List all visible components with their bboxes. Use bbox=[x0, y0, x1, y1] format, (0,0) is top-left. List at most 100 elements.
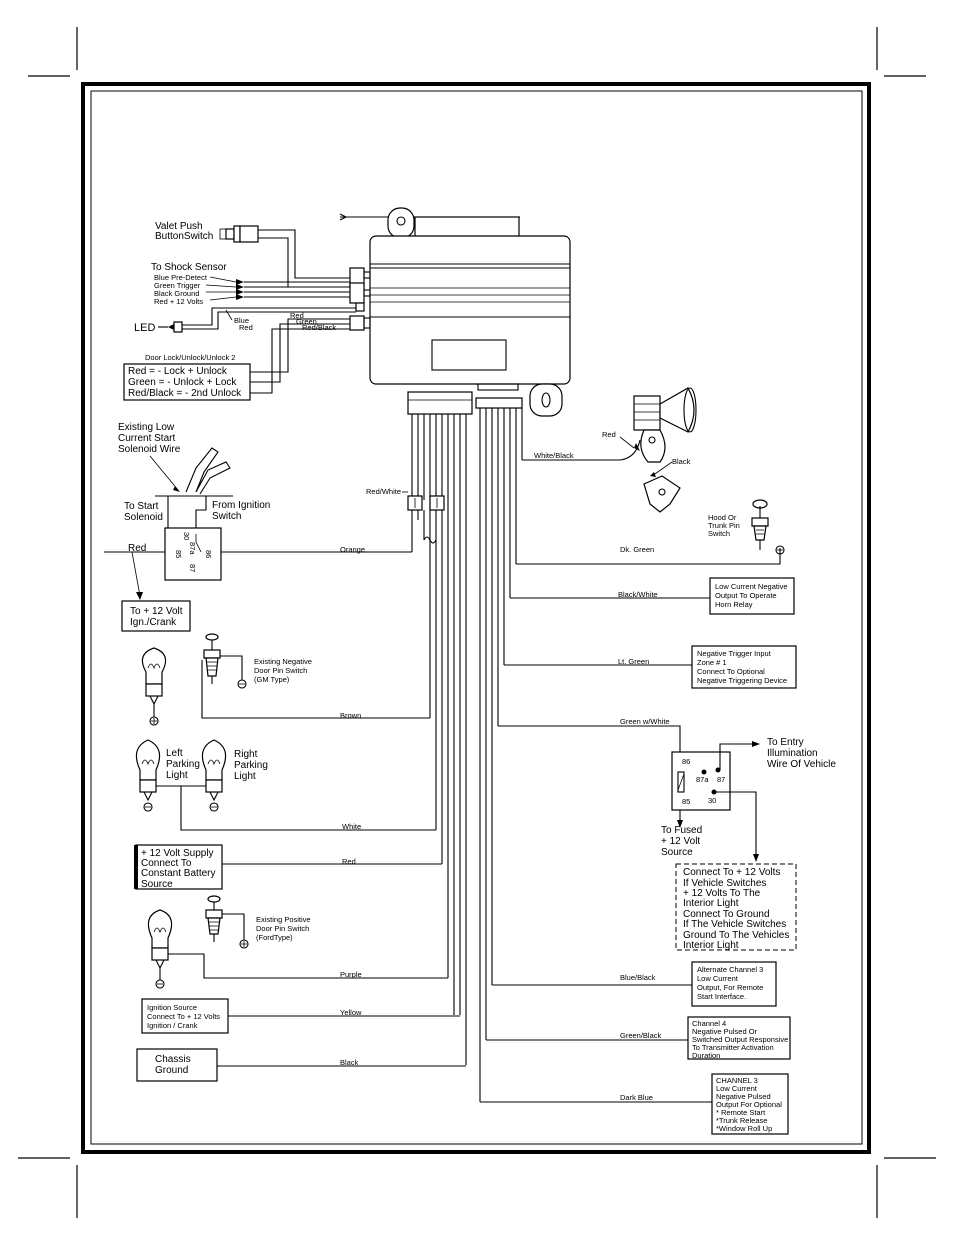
interior-line-3: + 12 Volts To The bbox=[683, 888, 761, 899]
siren-horn-icon bbox=[659, 387, 695, 433]
parking-wire-label: White bbox=[342, 822, 361, 831]
entry-to-2: Illumination bbox=[767, 748, 818, 759]
interior-light-note: Connect To + 12 Volts If Vehicle Switche… bbox=[675, 863, 797, 951]
ch3-line-6: *Trunk Release bbox=[716, 1116, 767, 1125]
starter-red-label: Red bbox=[128, 543, 146, 554]
starter-line-3: Solenoid Wire bbox=[118, 444, 181, 455]
ch3alt-line-2: Low Current bbox=[697, 974, 739, 983]
ch3-line-3: Negative Pulsed bbox=[716, 1092, 771, 1101]
left-parking-1: Left bbox=[166, 748, 183, 759]
battery-line-1: + 12 Volt Supply bbox=[141, 848, 214, 859]
harness-wires bbox=[407, 408, 523, 1102]
ford-line-2: Door Pin Switch bbox=[256, 924, 309, 933]
channel-4: Green/Black Channel 4 Negative Pulsed Or… bbox=[486, 1016, 791, 1060]
entry-pin-30: 30 bbox=[708, 796, 716, 805]
door-lock-title: Door Lock/Unlock/Unlock 2 bbox=[145, 353, 235, 362]
shock-title: To Shock Sensor bbox=[151, 262, 227, 273]
hood-pin: Dk. Green Hood Or Trunk Pin Switch bbox=[516, 499, 785, 565]
led-label: LED bbox=[134, 322, 155, 334]
shock-wire-3: Black Ground bbox=[154, 289, 199, 298]
ch3-line-4: Output For Optional bbox=[716, 1100, 782, 1109]
zone-wire-label: Lt. Green bbox=[618, 657, 649, 666]
door-lock: Red Green Red/Black Door Lock/Unlock/Unl… bbox=[123, 311, 350, 401]
entry-pin-86: 86 bbox=[682, 757, 690, 766]
shock-wire-1: Blue Pre-Detect bbox=[154, 273, 208, 282]
inner-frame bbox=[90, 90, 863, 1145]
starter-relay bbox=[164, 527, 222, 581]
channel-3: Dark Blue CHANNEL 3 Low Current Negative… bbox=[480, 1073, 789, 1135]
ch3alt-line-4: Start Interface. bbox=[697, 992, 746, 1001]
ch3alt-line-1: Alternate Channel 3 bbox=[697, 965, 763, 974]
entry-fused-3: Source bbox=[661, 847, 693, 858]
ch3-wire-label: Dark Blue bbox=[620, 1093, 653, 1102]
crop-marks bbox=[18, 27, 936, 1218]
led-wire-red: Red bbox=[239, 323, 253, 332]
entry-to-3: Wire Of Vehicle bbox=[767, 759, 836, 770]
starter-line-1: Existing Low bbox=[118, 422, 175, 433]
ignsrc-wire-label: Yellow bbox=[340, 1008, 362, 1017]
shock-wire-2: Green Trigger bbox=[154, 281, 201, 290]
gm-wire-label: Brown bbox=[340, 711, 361, 720]
chassis-wire-label: Black bbox=[340, 1058, 359, 1067]
ignsrc-line-3: Ignition / Crank bbox=[147, 1021, 198, 1030]
siren-black-label: Black bbox=[672, 457, 691, 466]
battery-line-3: Constant Battery bbox=[141, 868, 215, 879]
right-parking-bulb-icon bbox=[201, 739, 227, 781]
hood-line-1: Hood Or bbox=[708, 513, 737, 522]
ch3-line-1: CHANNEL 3 bbox=[716, 1076, 758, 1085]
entry-pin-85: 85 bbox=[682, 797, 690, 806]
ch3-line-7: *Window Roll Up bbox=[716, 1124, 772, 1133]
lock-wire-redblack: Red/Black bbox=[302, 323, 336, 332]
siren-whiteblack-label: White/Black bbox=[534, 451, 574, 460]
ford-line-3: (FordType) bbox=[256, 933, 293, 942]
interior-line-8: Interior Light bbox=[683, 940, 739, 951]
gm-line-3: (GM Type) bbox=[254, 675, 290, 684]
interior-line-1: Connect To + 12 Volts bbox=[683, 867, 780, 878]
ign-crank-line-2: Ign./Crank bbox=[130, 617, 177, 628]
ch4-line-1: Channel 4 bbox=[692, 1019, 726, 1028]
valet-label-1: Valet Push bbox=[155, 221, 203, 232]
led-wire-blue: Blue bbox=[234, 316, 249, 325]
ford-wire-label: Purple bbox=[340, 970, 362, 979]
door-lock-line-3: Red/Black = - 2nd Unlock bbox=[128, 388, 242, 399]
ford-dome-bulb-icon bbox=[147, 909, 173, 949]
horn-line-2: Output To Operate bbox=[715, 591, 777, 600]
chassis-line-1: Chassis bbox=[155, 1054, 191, 1065]
battery-line-4: Source bbox=[141, 879, 173, 890]
entry-pin-87: 87 bbox=[717, 775, 725, 784]
ch4-line-2: Negative Pulsed Or bbox=[692, 1027, 758, 1036]
ford-door-pin: Existing Positive Door Pin Switch (FordT… bbox=[147, 895, 448, 989]
relay1-pin-87: 87 bbox=[188, 564, 197, 572]
wire-cutter-icon bbox=[185, 447, 231, 495]
lock-wire-green: Green bbox=[296, 317, 317, 326]
zone-line-2: Zone # 1 bbox=[697, 658, 727, 667]
hood-line-2: Trunk Pin bbox=[708, 521, 740, 530]
ch4-line-5: Duration bbox=[692, 1051, 720, 1060]
hood-wire-label: Dk. Green bbox=[620, 545, 654, 554]
starter-redwhite-label: Red/White bbox=[366, 487, 401, 496]
ch4-line-3: Switched Output Responsive bbox=[692, 1035, 788, 1044]
left-parking-2: Parking bbox=[166, 759, 200, 770]
siren-red-label: Red bbox=[602, 430, 616, 439]
ch3-line-2: Low Current bbox=[716, 1084, 758, 1093]
zone1-input: Lt. Green Negative Trigger Input Zone # … bbox=[504, 645, 797, 689]
interior-line-5: Connect To Ground bbox=[683, 909, 770, 920]
interior-line-6: If The Vehicle Switches bbox=[683, 919, 786, 930]
battery-wire-label: Red bbox=[342, 857, 356, 866]
door-lock-line-1: Red = - Lock + Unlock bbox=[128, 366, 228, 377]
chassis-ground: Chassis Ground Black bbox=[136, 1048, 466, 1082]
entry-pin-87a: 87a bbox=[696, 775, 709, 784]
ch3alt-line-3: Output, For Remote bbox=[697, 983, 763, 992]
zone-line-1: Negative Trigger Input bbox=[697, 649, 772, 658]
relay1-pin-86: 86 bbox=[204, 550, 213, 558]
horn-line-3: Horn Relay bbox=[715, 600, 753, 609]
from-ign-label-1: From Ignition bbox=[212, 500, 270, 511]
dome-bulb-icon bbox=[141, 647, 167, 685]
entry-wire-label: Green w/White bbox=[620, 717, 670, 726]
horn-wire-label: Black/White bbox=[618, 590, 658, 599]
starter-interrupt: Existing Low Current Start Solenoid Wire… bbox=[104, 422, 412, 632]
ch3alt-wire-label: Blue/Black bbox=[620, 973, 656, 982]
zone-line-4: Negative Triggering Device bbox=[697, 676, 787, 685]
siren: White/Black Red Black bbox=[522, 387, 697, 513]
